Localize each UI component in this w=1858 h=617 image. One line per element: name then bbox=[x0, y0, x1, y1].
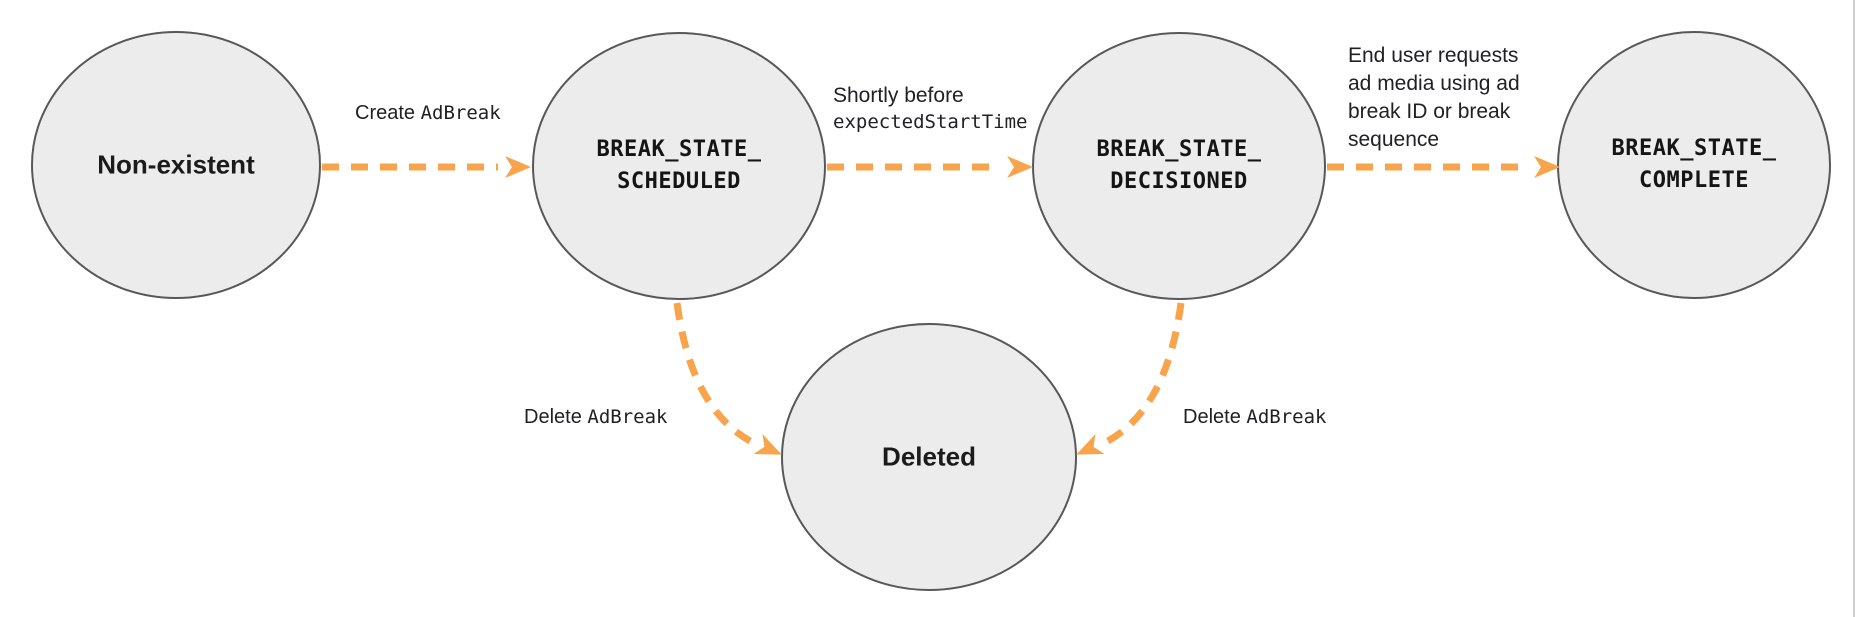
edge-label-line: break ID or break bbox=[1348, 100, 1511, 123]
edge-label-line: sequence bbox=[1348, 128, 1440, 151]
state-node-complete bbox=[1557, 31, 1831, 299]
state-label-line: BREAK_STATE_ bbox=[1611, 136, 1777, 161]
state-label-complete: BREAK_STATE_ COMPLETE bbox=[1612, 133, 1777, 197]
state-label-decisioned: BREAK_STATE_ DECISIONED bbox=[1097, 134, 1262, 198]
state-label-line: SCHEDULED bbox=[617, 169, 741, 194]
arrowhead-icon bbox=[1076, 433, 1105, 455]
transition-delete-from-scheduled-arrow bbox=[673, 302, 760, 449]
edge-label-line: ad media using ad bbox=[1348, 72, 1520, 95]
edge-label-code: expectedStartTime bbox=[833, 111, 1028, 133]
edge-label-create-adbreak: Create AdBreak bbox=[355, 100, 501, 127]
state-label-line: DECISIONED bbox=[1110, 169, 1248, 194]
state-label-line: BREAK_STATE_ bbox=[596, 137, 762, 162]
state-label-deleted: Deleted bbox=[882, 441, 976, 472]
state-node-deleted bbox=[781, 323, 1077, 591]
arrowhead-icon bbox=[1007, 156, 1033, 178]
edge-label-end-user-requests: End user requests ad media using ad brea… bbox=[1348, 42, 1548, 154]
edge-label-delete-adbreak-left: Delete AdBreak bbox=[524, 404, 667, 431]
edge-label-code: AdBreak bbox=[1246, 406, 1327, 428]
page-right-border bbox=[1853, 0, 1855, 617]
state-label-scheduled: BREAK_STATE_ SCHEDULED bbox=[597, 134, 762, 198]
edge-label-delete-adbreak-right: Delete AdBreak bbox=[1183, 404, 1326, 431]
state-label-line: BREAK_STATE_ bbox=[1096, 137, 1262, 162]
edge-label-text: Shortly before bbox=[833, 84, 964, 107]
state-node-decisioned bbox=[1032, 32, 1326, 300]
transition-delete-from-decisioned-arrow bbox=[1098, 302, 1185, 449]
state-label-non-existent: Non-existent bbox=[97, 149, 255, 180]
edge-label-text: Delete bbox=[524, 406, 588, 428]
edge-label-code: AdBreak bbox=[420, 102, 501, 124]
edge-label-shortly-before: Shortly before expectedStartTime bbox=[833, 82, 1027, 136]
edge-label-line: End user requests bbox=[1348, 44, 1519, 67]
state-label-line: COMPLETE bbox=[1639, 168, 1749, 193]
state-node-scheduled bbox=[532, 32, 826, 300]
arrowhead-icon bbox=[505, 156, 531, 178]
arrowhead-icon bbox=[753, 433, 782, 455]
edge-label-text: Create bbox=[355, 102, 421, 124]
state-node-non-existent bbox=[31, 31, 321, 299]
edge-label-code: AdBreak bbox=[587, 406, 668, 428]
arrowhead-icon bbox=[1534, 156, 1560, 178]
edge-label-text: Delete bbox=[1183, 406, 1247, 428]
